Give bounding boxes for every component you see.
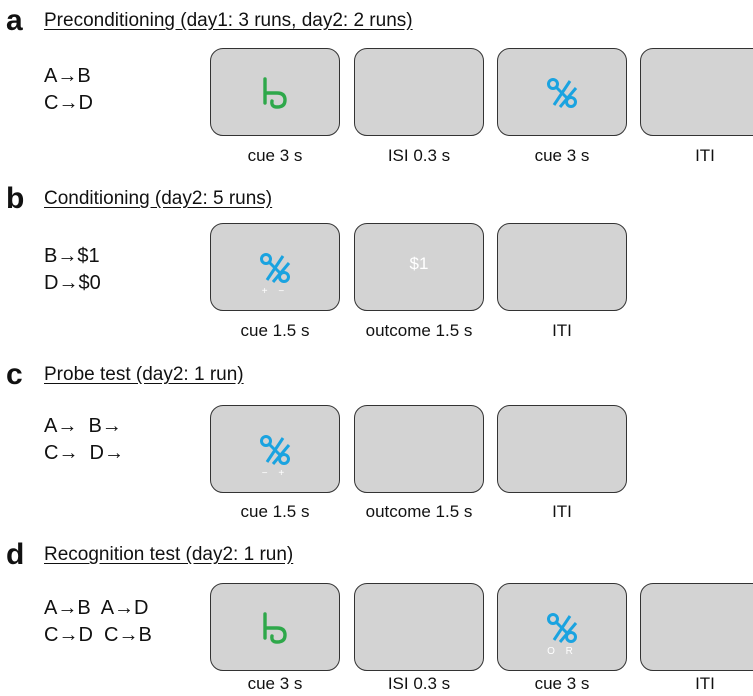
panel-c-timing-3: ITI	[552, 502, 572, 521]
green-glyph-icon	[211, 608, 339, 648]
panel-a-screen-2	[354, 48, 484, 136]
panel-d-screen-2	[354, 583, 484, 671]
panel-d-timing-1: cue 3 s	[247, 674, 303, 693]
panel-b-screen-2: $1	[354, 223, 484, 311]
panel-b-letter: b	[6, 182, 25, 215]
panel-d-title: Recognition test (day2: 1 run)	[44, 544, 294, 565]
response-keys-label: − +	[261, 468, 289, 479]
panel-c-letter: c	[6, 358, 23, 391]
panel-a-title: Preconditioning (day1: 3 runs, day2: 2 r…	[44, 10, 413, 31]
panel-a-timing-2: ISI 0.3 s	[387, 146, 451, 165]
blue-scissors-glyph-icon	[498, 608, 626, 648]
panel-a-screen-1	[210, 48, 340, 136]
blue-scissors-glyph-icon	[498, 73, 626, 113]
panel-c-title: Probe test (day2: 1 run)	[44, 364, 244, 385]
panel-c-timing-2: outcome 1.5 s	[365, 502, 473, 521]
panel-c-screen-3	[497, 405, 627, 493]
panel-b-rule-2: D→$0	[44, 272, 101, 294]
panel-b-timing-3: ITI	[552, 321, 572, 340]
panel-d-letter: d	[6, 538, 25, 571]
response-keys-label: + −	[261, 286, 289, 297]
panel-d-rule-2: C→D C→B	[44, 624, 152, 646]
panel-d-screen-3: O R	[497, 583, 627, 671]
panel-d-rule-1: A→B A→D	[44, 597, 149, 619]
panel-a-rule-1: A→B	[44, 65, 91, 87]
panel-c-rule-1: A→ B→	[44, 415, 122, 437]
panel-d-timing-2: ISI 0.3 s	[387, 674, 451, 693]
green-glyph-icon	[211, 73, 339, 113]
panel-c-screen-1: − +	[210, 405, 340, 493]
panel-d-timing-3: cue 3 s	[534, 674, 590, 693]
panel-a-rule-2: C→D	[44, 92, 93, 114]
panel-a-screen-3	[497, 48, 627, 136]
panel-a-timing-3: cue 3 s	[534, 146, 590, 165]
panel-c-rule-2: C→ D→	[44, 442, 124, 464]
panel-b-screen-3	[497, 223, 627, 311]
panel-a-timing-1: cue 3 s	[247, 146, 303, 165]
response-keys-label: O R	[547, 646, 577, 657]
outcome-value: $1	[409, 254, 429, 273]
panel-b-title: Conditioning (day2: 5 runs)	[44, 188, 273, 209]
panel-b-rule-1: B→$1	[44, 245, 100, 267]
panel-d-timing-4: ITI	[695, 674, 715, 693]
panel-b-screen-1: + −	[210, 223, 340, 311]
panel-a-timing-4: ITI	[695, 146, 715, 165]
panel-c-screen-2	[354, 405, 484, 493]
panel-b-timing-2: outcome 1.5 s	[365, 321, 473, 340]
blue-scissors-glyph-icon	[211, 248, 339, 288]
panel-d-screen-4	[640, 583, 753, 671]
panel-c-timing-1: cue 1.5 s	[240, 502, 310, 521]
panel-d-screen-1	[210, 583, 340, 671]
panel-a-letter: a	[6, 4, 23, 37]
panel-a-screen-4	[640, 48, 753, 136]
panel-b-timing-1: cue 1.5 s	[240, 321, 310, 340]
blue-scissors-glyph-icon	[211, 430, 339, 470]
